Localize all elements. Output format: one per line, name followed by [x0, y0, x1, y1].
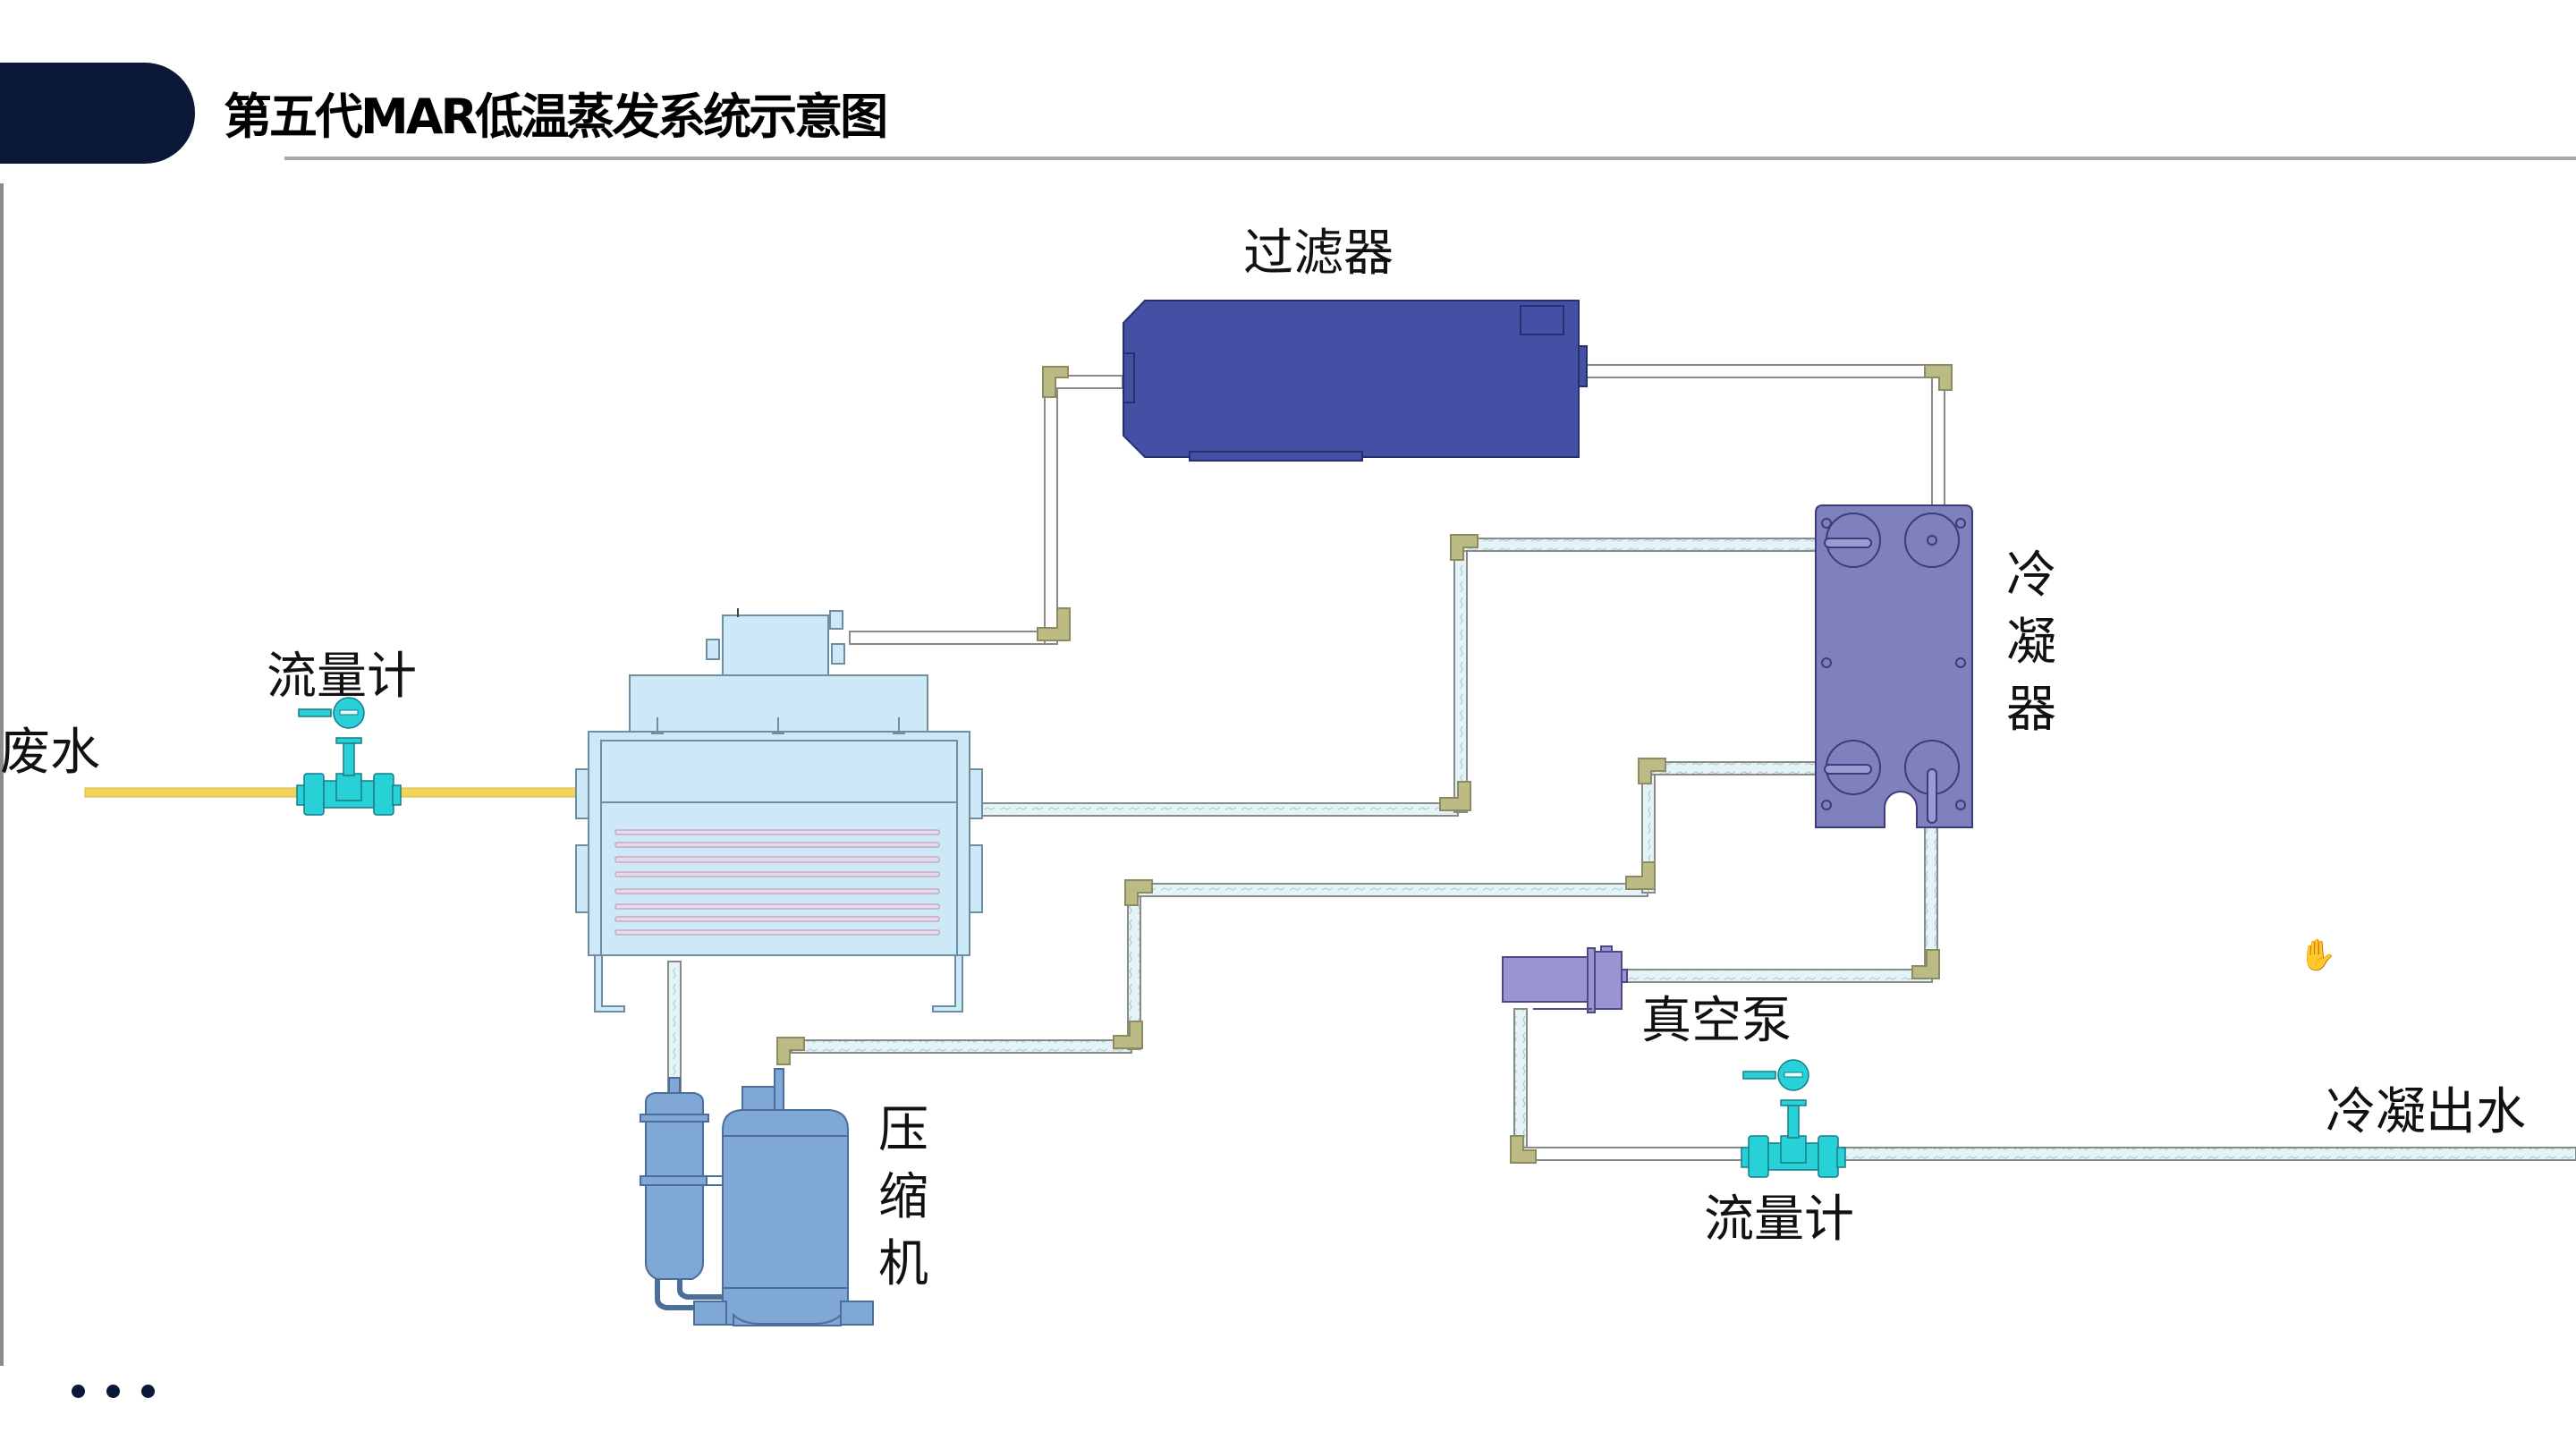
pipe-filter-to-condenser — [1580, 364, 1945, 508]
label-vacuum-pump: 真空泵 — [1641, 992, 1792, 1050]
label-condenser-3: 器 — [2006, 681, 2056, 739]
label-wastewater: 废水 — [0, 724, 100, 782]
label-flowmeter-outlet: 流量计 — [1704, 1191, 1854, 1249]
pipe-condenser-to-vacuum-pump — [1623, 804, 1938, 983]
label-compressor-3: 机 — [878, 1235, 928, 1293]
flowmeter-inlet — [296, 697, 402, 816]
dot-3[interactable] — [141, 1385, 155, 1398]
pipe-evaporator-to-compressor — [667, 961, 682, 1097]
dot-1[interactable] — [72, 1385, 85, 1398]
title-divider — [284, 157, 2576, 160]
vapor-pipe-evaporator-to-filter — [849, 375, 1123, 645]
dot-2[interactable] — [106, 1385, 120, 1398]
left-border-line — [0, 183, 4, 1366]
filter-unit — [1123, 300, 1588, 462]
section-marker — [0, 63, 195, 164]
label-filter: 过滤器 — [1243, 225, 1394, 283]
evaporator-clamps — [651, 717, 905, 734]
vacuum-pump — [1502, 945, 1628, 1013]
condenser-unit — [1815, 504, 1973, 828]
page-title: 第五代MAR低温蒸发系统示意图 — [224, 89, 888, 145]
label-compressor-1: 压 — [878, 1101, 928, 1159]
pipe-elbows — [776, 364, 1953, 1164]
label-flowmeter-inlet: 流量计 — [267, 648, 417, 706]
evaporator-heating-coils — [614, 829, 940, 936]
evaporator-tank — [575, 608, 983, 1013]
pipe-vacuum-pump-to-outlet — [1513, 1008, 2576, 1161]
label-condenser-2: 凝 — [2006, 614, 2056, 672]
hand-cursor-icon: ✋ — [2299, 937, 2337, 973]
pagination-dots[interactable] — [72, 1385, 155, 1398]
label-condenser-1: 冷 — [2006, 547, 2056, 605]
label-condensate-out: 冷凝出水 — [2326, 1083, 2526, 1141]
flowmeter-outlet — [1741, 1059, 1846, 1178]
label-compressor-2: 缩 — [878, 1168, 928, 1226]
compressor-unit — [640, 1068, 874, 1326]
